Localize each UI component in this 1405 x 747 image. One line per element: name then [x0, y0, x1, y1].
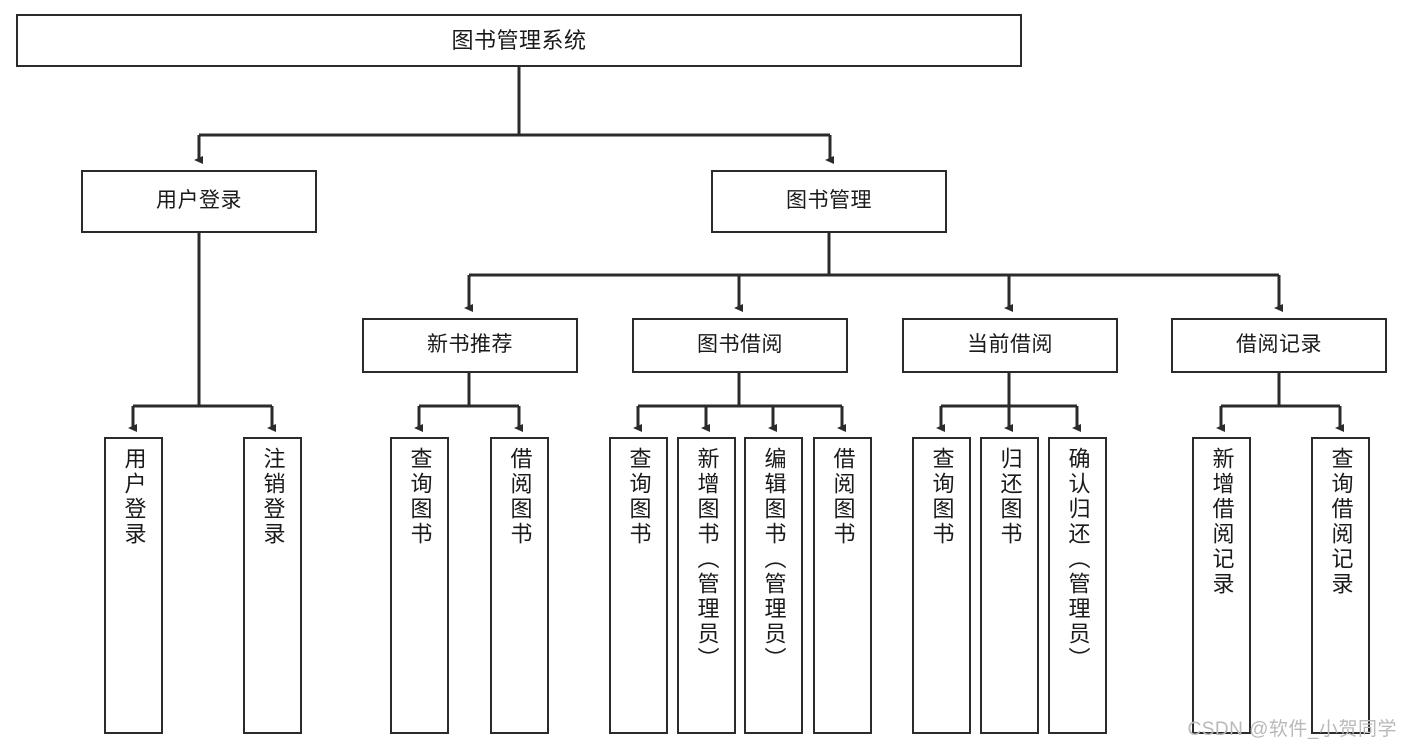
leaf-node-add-book-admin[interactable]: 新增图书（管理员） [677, 437, 736, 734]
node-label: 图书借阅 [697, 333, 783, 357]
node-label: 当前借阅 [967, 333, 1053, 357]
leaf-node-borrow-books[interactable]: 借阅图书 [813, 437, 872, 734]
node-label: 编辑图书（管理员） [761, 447, 787, 672]
node-label: 查询借阅记录 [1328, 447, 1354, 597]
node-label: 用户登录 [121, 447, 147, 547]
node-current-borrowing[interactable]: 当前借阅 [902, 318, 1118, 373]
node-label: 新增图书（管理员） [694, 447, 720, 672]
node-book-borrowing[interactable]: 图书借阅 [632, 318, 848, 373]
leaf-node-return-books[interactable]: 归还图书 [980, 437, 1039, 734]
leaf-node-query-books-current[interactable]: 查询图书 [912, 437, 971, 734]
watermark-text: CSDN @软件_小贺同学 [1187, 719, 1397, 740]
node-label: 归还图书 [997, 447, 1023, 547]
node-new-book-recommendation[interactable]: 新书推荐 [362, 318, 578, 373]
node-label: 借阅图书 [507, 447, 533, 547]
node-label: 新书推荐 [427, 333, 513, 357]
leaf-node-confirm-return-admin[interactable]: 确认归还（管理员） [1048, 437, 1107, 734]
leaf-node-logout[interactable]: 注销登录 [243, 437, 302, 734]
node-borrowing-records[interactable]: 借阅记录 [1171, 318, 1387, 373]
node-label: 查询图书 [626, 447, 652, 547]
node-label: 注销登录 [260, 447, 286, 547]
node-label: 新增借阅记录 [1209, 447, 1235, 597]
node-label: 用户登录 [156, 189, 242, 213]
leaf-node-query-books-borrow[interactable]: 查询图书 [609, 437, 668, 734]
node-label: 确认归还（管理员） [1065, 447, 1091, 672]
leaf-node-edit-book-admin[interactable]: 编辑图书（管理员） [744, 437, 803, 734]
node-label: 借阅记录 [1236, 333, 1322, 357]
node-label: 借阅图书 [830, 447, 856, 547]
node-book-management[interactable]: 图书管理 [711, 170, 947, 233]
leaf-node-query-books-recommend[interactable]: 查询图书 [390, 437, 449, 734]
node-label: 查询图书 [929, 447, 955, 547]
node-label: 查询图书 [407, 447, 433, 547]
node-label: 图书管理 [786, 189, 872, 213]
leaf-node-query-borrow-record[interactable]: 查询借阅记录 [1311, 437, 1370, 734]
node-label: 图书管理系统 [451, 27, 587, 53]
leaf-node-borrow-books-recommend[interactable]: 借阅图书 [490, 437, 549, 734]
node-user-login[interactable]: 用户登录 [81, 170, 317, 233]
node-root-library-management-system[interactable]: 图书管理系统 [16, 14, 1022, 67]
leaf-node-user-login[interactable]: 用户登录 [104, 437, 163, 734]
leaf-node-add-borrow-record[interactable]: 新增借阅记录 [1192, 437, 1251, 734]
